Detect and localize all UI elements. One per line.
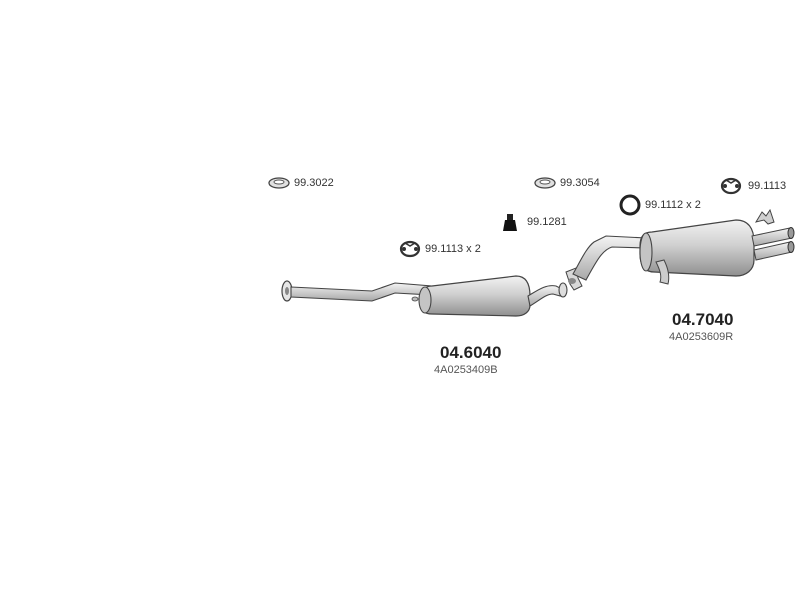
- front-part-number: 04.6040: [440, 343, 502, 362]
- rear-muffler: [639, 219, 755, 285]
- front-muffler: [418, 275, 531, 317]
- front-outlet-pipe: [527, 285, 563, 307]
- sealing-ring-icon: [619, 194, 641, 216]
- front-pipe: [290, 282, 433, 302]
- accessory-label: 99.3054: [560, 177, 600, 189]
- rubber-mount-icon: [399, 240, 421, 258]
- rear-pipe: [572, 235, 649, 281]
- rear-tailpipes: [751, 227, 795, 261]
- rear-part-number: 04.7040: [672, 310, 734, 329]
- rear-exhaust-section: [572, 208, 795, 285]
- rear-oem-number: 4A0253609R: [669, 331, 734, 343]
- accessory-label: 99.3022: [294, 177, 334, 189]
- accessory-label: 99.1113: [748, 180, 787, 192]
- front-outlet-flange: [558, 282, 568, 298]
- rubber-buffer-icon: [503, 214, 517, 231]
- accessory-label: 99.1113 x 2: [425, 243, 481, 255]
- front-oem-number: 4A0253409B: [434, 364, 498, 376]
- hanger-ring-icon: [268, 177, 290, 189]
- accessory-label: 99.1112 x 2: [645, 199, 701, 211]
- accessory-label: 99.1281: [527, 216, 567, 228]
- hanger-ring-icon: [534, 177, 556, 189]
- rubber-mount-icon: [720, 177, 742, 195]
- front-exhaust-section: [281, 275, 568, 317]
- rear-hanger-bracket: [754, 208, 775, 225]
